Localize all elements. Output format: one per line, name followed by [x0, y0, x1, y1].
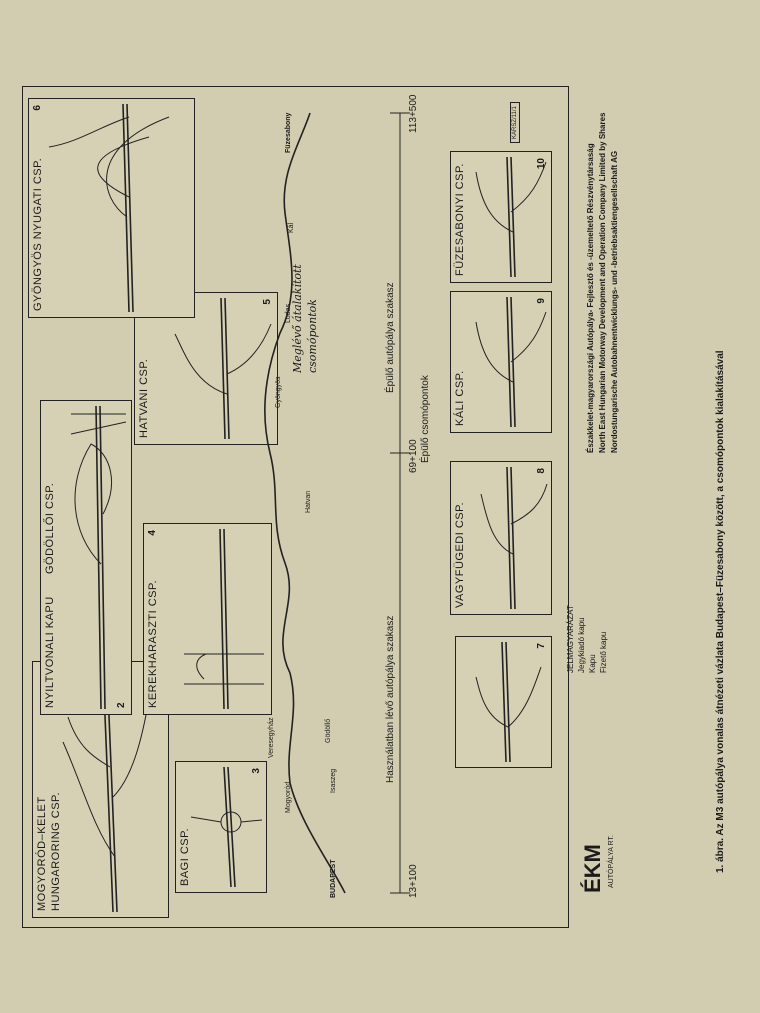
town-label: Gödöllő [325, 718, 332, 743]
figure-caption: 1. ábra. Az M3 autópálya vonalas átnézet… [715, 350, 726, 873]
town-label: Veresegyház [268, 717, 275, 758]
company-info: Északkelet-magyarországi Autópálya- Fejl… [586, 112, 619, 454]
station-mid: 69+100 [408, 439, 419, 473]
legend: JELMAGYARÁZAT Jegykiadó kapu Kapu Fizető… [566, 605, 608, 673]
inset-8: VAGYFÜGEDI CSP. 8 [450, 461, 552, 615]
town-label: Gyöngyös [275, 376, 282, 408]
inset-drawing [475, 296, 547, 428]
town-label: Hatvan [305, 490, 312, 513]
inset-5: HATVANI CSP. 5 [134, 292, 278, 445]
town-label: BUDAPEST [330, 859, 337, 898]
town-label: Ludas [285, 303, 292, 323]
segment-building: Épülő autópálya szakasz [385, 282, 396, 393]
town-label: Isaszeg [330, 768, 337, 793]
town-label: Kál [288, 222, 295, 233]
station-start: 13+100 [408, 864, 419, 898]
segment-used: Használatban lévő autópálya szakasz [385, 615, 396, 783]
inset-3: BAGI CSP. 3 [175, 761, 267, 893]
town-label: Mogyoród [285, 781, 292, 813]
inset-drawing [174, 297, 272, 440]
logo-mark: ÉKM [580, 844, 605, 893]
logo-sub: AUTÓPÁLYA RT. [608, 835, 615, 888]
inset-drawing [475, 641, 542, 763]
stamp: KARSZ/11/1 [510, 102, 520, 143]
inset-drawing [475, 156, 547, 278]
inset-7: 7 [455, 636, 552, 768]
inset-10: FÜZESABONYI CSP. 10 [450, 151, 552, 283]
inset-2: NYILTVONALI KAPU GÖDÖLLŐI CSP. 2 [40, 400, 132, 715]
inset-6: GYÖNGYÖS NYUGATI CSP. 6 [28, 98, 195, 318]
town-label: Füzesabony [285, 112, 292, 153]
station-end: 113+500 [408, 94, 419, 133]
inset-drawing [480, 466, 548, 610]
inset-9: KÁLI CSP. 9 [450, 291, 552, 433]
inset-drawing [190, 766, 263, 888]
inset-drawing [184, 528, 264, 710]
inset-4: KEREKHARASZTI CSP. 4 [143, 523, 272, 715]
inset-drawing [48, 103, 170, 313]
inset-drawing [70, 405, 127, 710]
segment-nodes: Épülő csomópontok [420, 375, 431, 463]
